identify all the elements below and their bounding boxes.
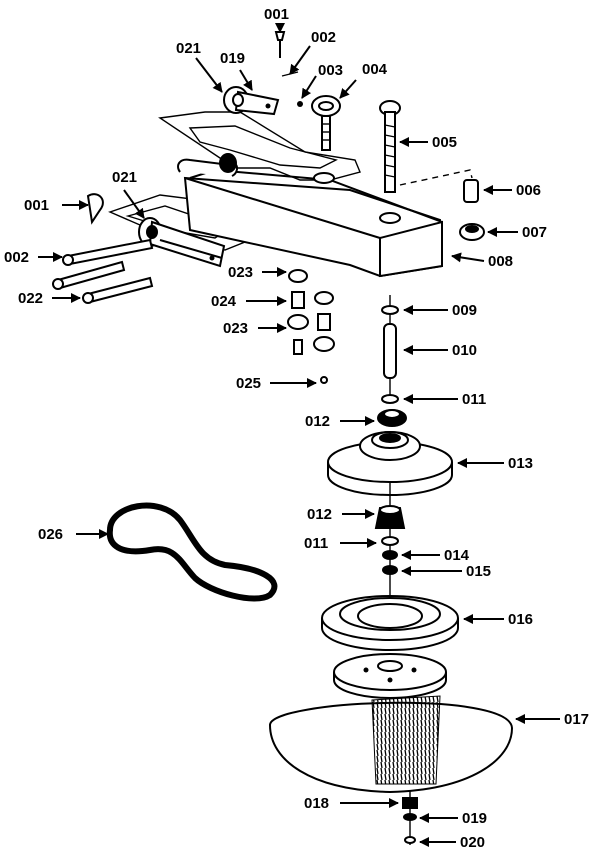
nut-003 [297,101,303,107]
label-001-lower: 001 [24,197,49,214]
brush-017 [268,653,514,794]
part-labels: 001 002 003 004 019 021 005 006 007 008 … [4,6,589,851]
label-015: 015 [466,563,491,580]
label-024: 024 [211,293,237,310]
label-008: 008 [488,253,513,270]
label-004: 004 [362,61,388,78]
label-016: 016 [508,611,533,628]
label-019-lower: 019 [462,810,487,827]
pulley-016 [321,595,459,651]
nut-018 [402,797,418,809]
upper-arm-assembly [52,31,485,384]
label-002-lower: 002 [4,249,29,266]
label-025: 025 [236,375,261,392]
rod-002-lower [66,238,154,266]
label-020: 020 [460,834,485,851]
label-003: 003 [318,62,343,79]
label-002-upper: 002 [311,29,336,46]
label-005: 005 [432,134,457,151]
label-026: 026 [38,526,63,543]
label-023-upper: 023 [228,264,253,281]
label-017: 017 [564,711,589,728]
pin-lower [86,193,104,225]
ring-015 [382,565,398,575]
label-023-lower: 023 [223,320,248,337]
label-021-lower: 021 [112,169,137,186]
leader-arrows [38,23,560,847]
ring-014 [382,550,398,560]
label-001-upper: 001 [264,6,289,23]
label-007: 007 [522,224,547,241]
label-014: 014 [444,547,470,564]
rod-022-b [86,276,154,304]
bushing-stack [287,269,335,384]
label-012-upper: 012 [305,413,330,430]
ring-011-lower [381,536,399,546]
label-013: 013 [508,455,533,472]
label-019-upper: 019 [220,50,245,67]
label-011-upper: 011 [462,391,486,408]
washer-009 [381,305,399,315]
pulley-013 [327,431,453,496]
front-bracket [138,217,226,268]
eye-bolt [311,95,341,151]
upper-bracket [223,86,280,116]
ring-011-upper [381,394,399,404]
carriage-bolt [379,100,401,193]
shaft-010 [383,323,397,379]
label-022: 022 [18,290,43,307]
drive-belt-026 [106,502,278,602]
label-018: 018 [304,795,329,812]
label-009: 009 [452,302,477,319]
label-011-lower: 011 [304,535,328,552]
shaft-pulley-assembly [268,295,514,845]
label-012-lower: 012 [307,506,332,523]
spacer-006 [463,179,479,203]
arm-body [177,153,444,278]
washer-019 [403,813,417,821]
label-021-upper: 021 [176,40,201,57]
label-006: 006 [516,182,541,199]
pin-upper [274,31,286,41]
label-010: 010 [452,342,477,359]
washer-020 [404,836,416,844]
